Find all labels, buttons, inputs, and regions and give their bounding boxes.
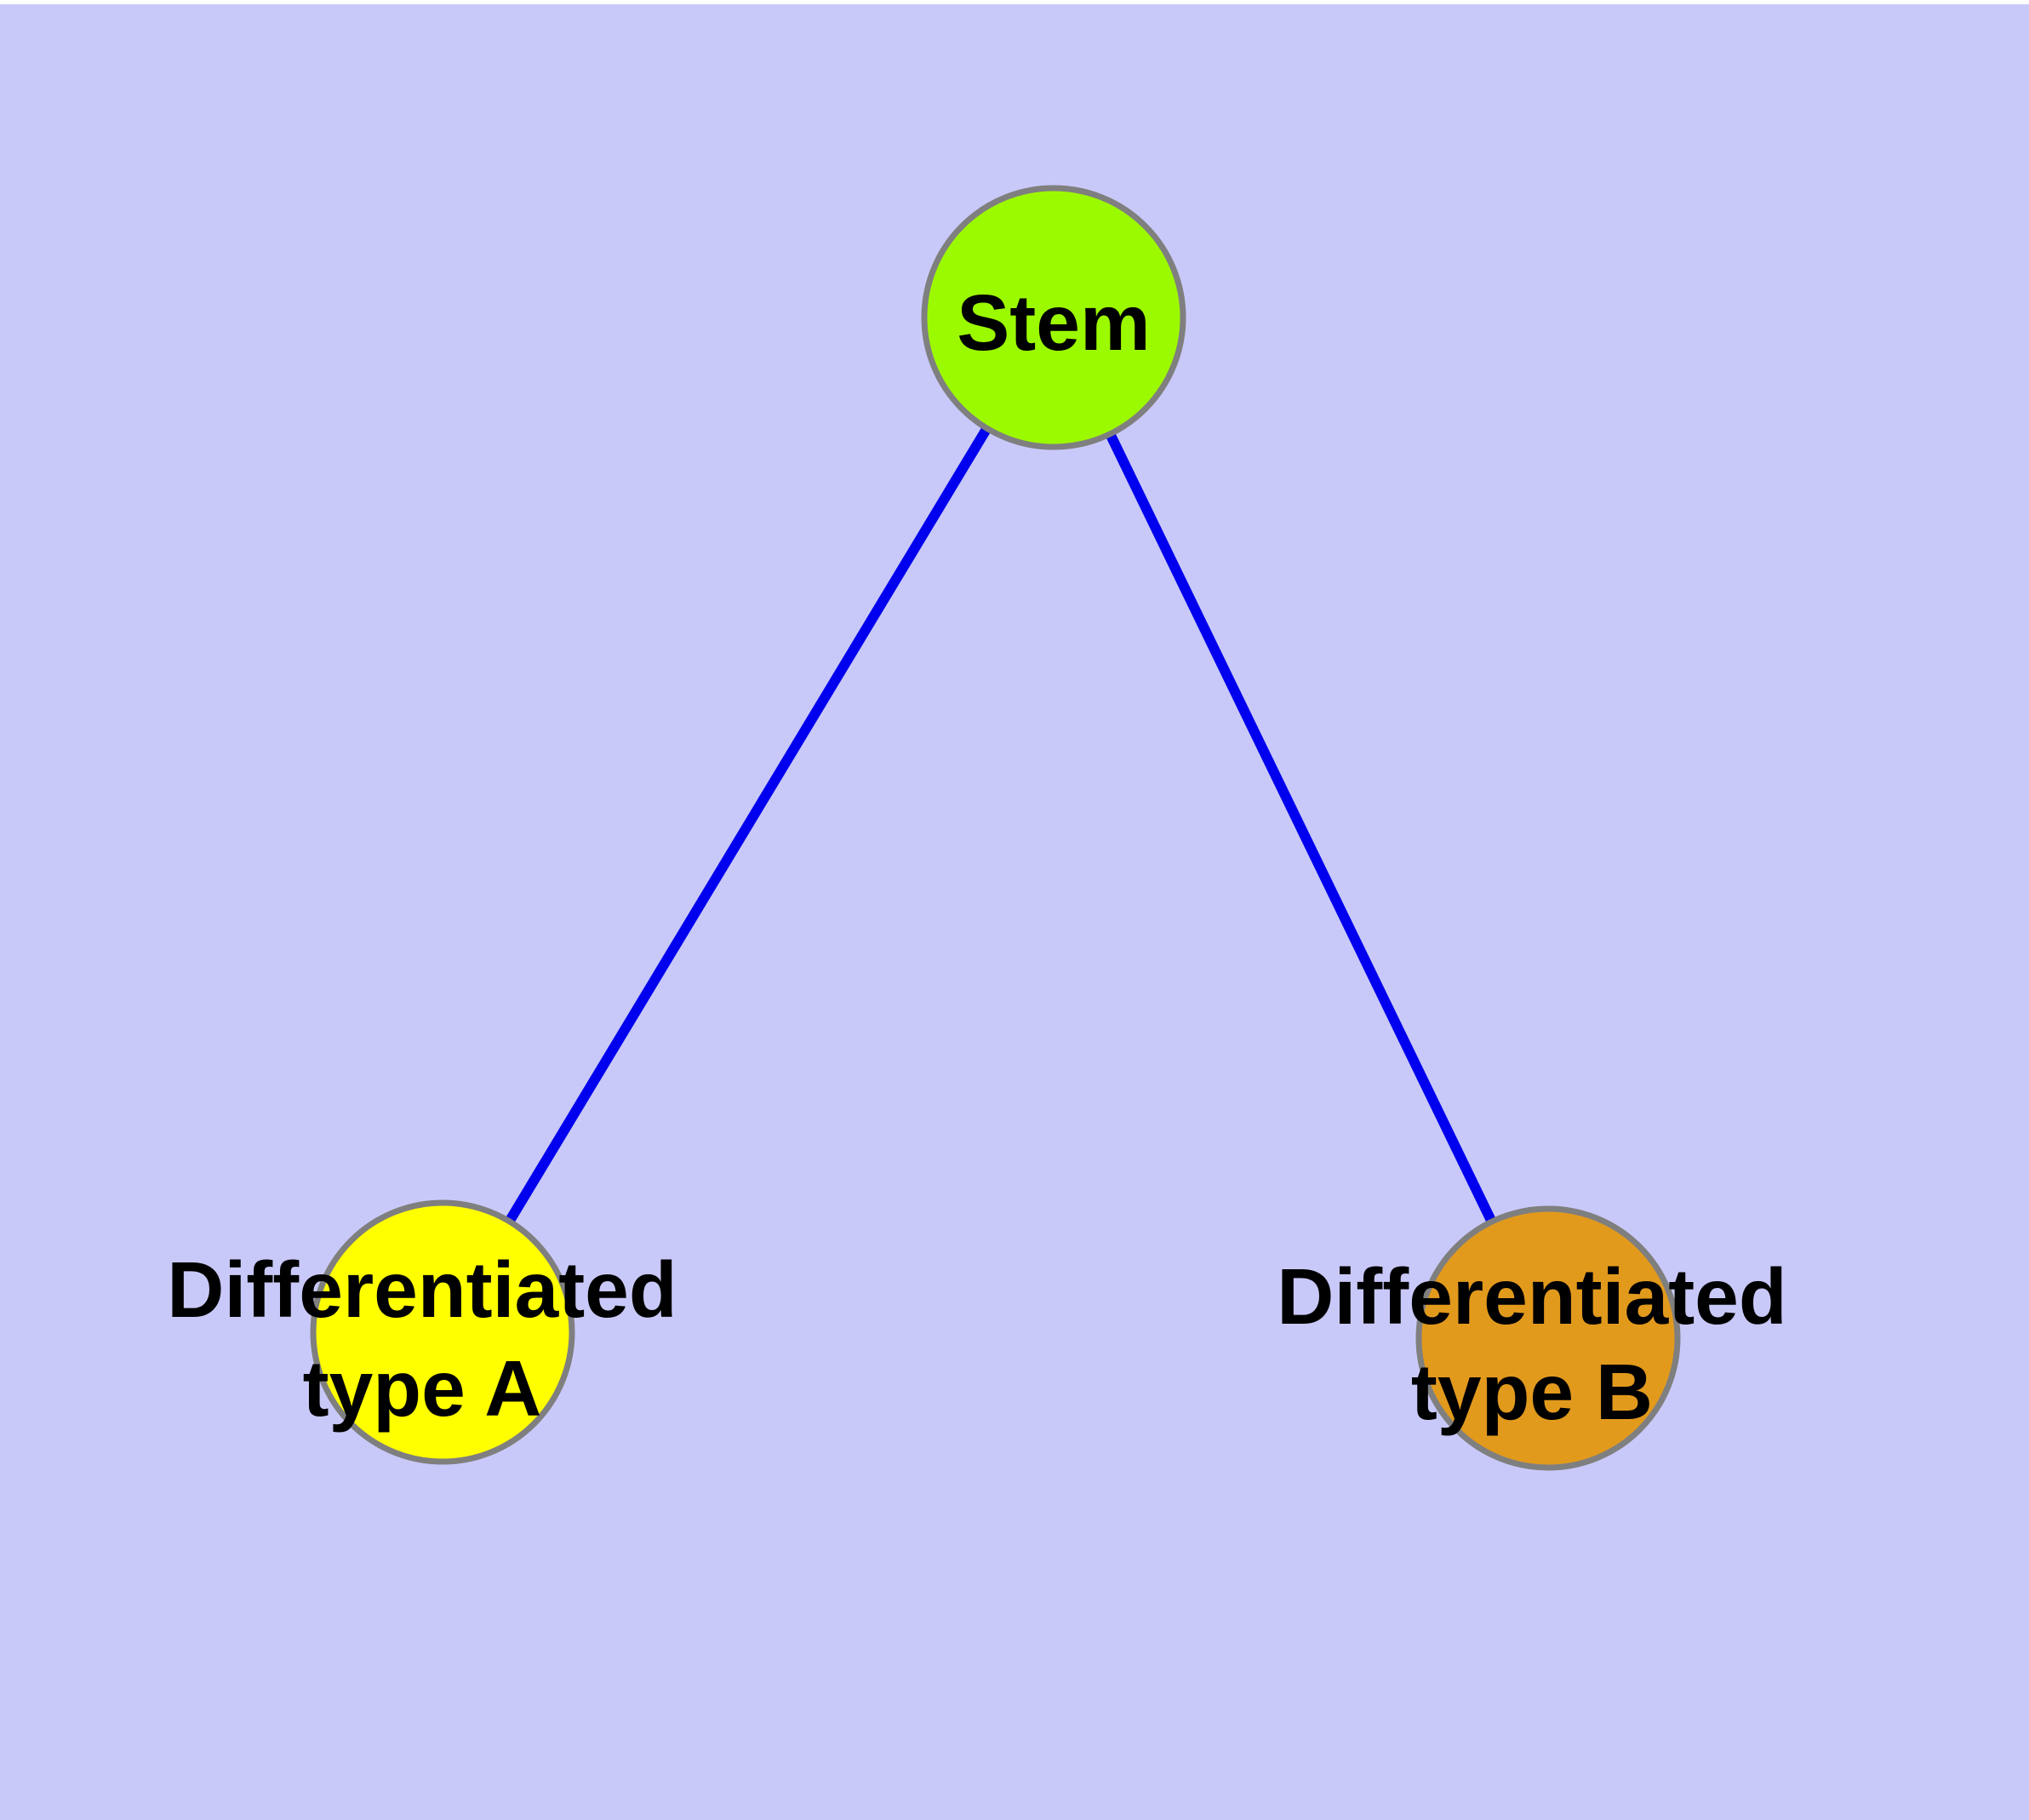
node-differentiated-type-a-circle bbox=[310, 1199, 575, 1465]
node-differentiated-type-b-label-line-2: type B bbox=[1411, 1348, 1653, 1436]
node-differentiated-type-a-label-line-2: type A bbox=[303, 1344, 542, 1433]
node-stem-label-line-1: Stem bbox=[957, 278, 1150, 367]
node-differentiated-type-b-circle bbox=[1415, 1205, 1681, 1471]
edge-stem-to-differentiated-type-a bbox=[437, 314, 1059, 1336]
node-differentiated-type-b-label-line-1: Differentiated bbox=[1277, 1252, 1786, 1341]
node-stem-circle bbox=[921, 185, 1186, 450]
node-differentiated-type-a-label-line-1: Differentiated bbox=[167, 1245, 677, 1334]
edge-stem-to-differentiated-type-b bbox=[1049, 315, 1553, 1341]
